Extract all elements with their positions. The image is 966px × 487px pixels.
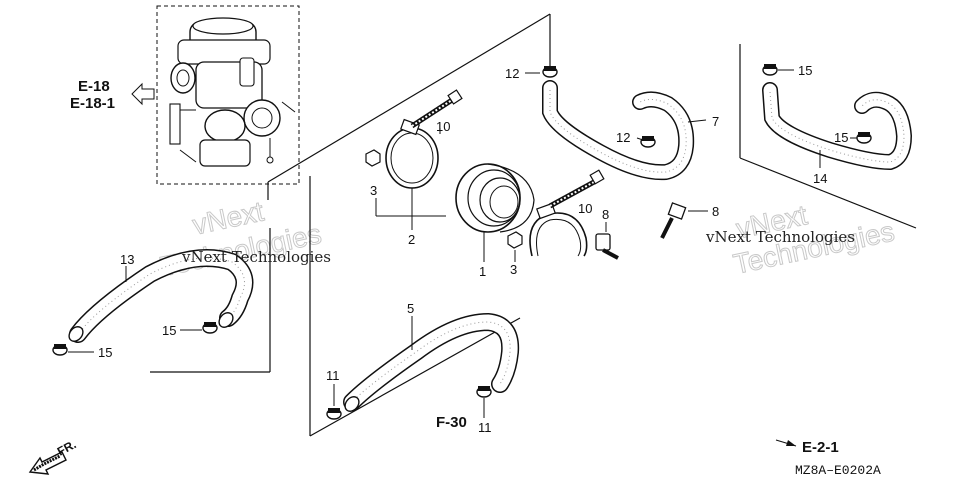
frame-lines: [150, 13, 917, 437]
ref-e18-1[interactable]: E-18-1: [70, 95, 115, 112]
bolt-8-center[interactable]: [595, 233, 619, 260]
callout-8-right[interactable]: 8: [712, 204, 719, 219]
callout-3-right[interactable]: 3: [510, 262, 517, 277]
ref-f30[interactable]: F-30: [436, 414, 467, 431]
callout-15-mid-right[interactable]: 15: [834, 130, 848, 145]
bolt-8-right[interactable]: [660, 202, 687, 239]
band-clamp-left[interactable]: [385, 118, 439, 189]
callout-10-right[interactable]: 10: [578, 201, 592, 216]
ref-e18[interactable]: E-18: [78, 78, 110, 95]
clamp-12-upper[interactable]: [542, 66, 558, 78]
clamp-11-right[interactable]: [476, 386, 492, 398]
hose-5[interactable]: [342, 312, 520, 414]
clamp-11-left[interactable]: [326, 408, 342, 420]
callout-8-center[interactable]: 8: [602, 207, 609, 222]
hose-7[interactable]: [542, 80, 695, 181]
callout-5[interactable]: 5: [407, 301, 414, 316]
callout-15-left-mid[interactable]: 15: [162, 323, 176, 338]
diagram-code: MZ8A–E0202A: [795, 463, 881, 478]
callout-11-left[interactable]: 11: [326, 368, 340, 383]
callout-15-upper-right[interactable]: 15: [798, 63, 812, 78]
hose-13[interactable]: [66, 249, 254, 344]
clamp-15-upper-right[interactable]: [762, 64, 778, 76]
hose-14[interactable]: [762, 82, 913, 171]
callout-2[interactable]: 2: [408, 232, 415, 247]
carburetor-insulator[interactable]: [455, 163, 535, 233]
callout-15-left-low[interactable]: 15: [98, 345, 112, 360]
clamp-15-left-low[interactable]: [52, 344, 68, 356]
clamp-15-mid-right[interactable]: [856, 132, 872, 144]
nut-3-left[interactable]: [365, 149, 381, 167]
band-clamp-right[interactable]: [529, 202, 588, 257]
bolt-10-right[interactable]: [548, 169, 605, 209]
callout-3-left[interactable]: 3: [370, 183, 377, 198]
watermark-text-right: vNext Technologies: [705, 228, 855, 246]
clamp-12-lower[interactable]: [640, 136, 656, 148]
arrow-left-icon: [131, 82, 155, 106]
carburetor-drawing: [169, 17, 296, 167]
callout-12-upper[interactable]: 12: [505, 66, 519, 81]
callout-7[interactable]: 7: [712, 114, 719, 129]
ref-e2-1[interactable]: E-2-1: [802, 439, 839, 456]
arrow-right-icon: [775, 439, 797, 447]
callout-14[interactable]: 14: [813, 171, 827, 186]
carburetor-box: [156, 5, 300, 185]
callout-12-lower[interactable]: 12: [616, 130, 630, 145]
callout-11-right[interactable]: 11: [478, 420, 492, 435]
nut-3-right[interactable]: [507, 231, 523, 249]
callout-10-left[interactable]: 10: [436, 119, 450, 134]
clamp-15-left-mid[interactable]: [202, 322, 218, 334]
callout-13[interactable]: 13: [120, 252, 134, 267]
front-arrow-icon: [28, 451, 67, 475]
callout-1[interactable]: 1: [479, 264, 486, 279]
watermark-text-left: vNext Technologies: [181, 248, 331, 266]
bolt-10-left[interactable]: [410, 89, 463, 129]
